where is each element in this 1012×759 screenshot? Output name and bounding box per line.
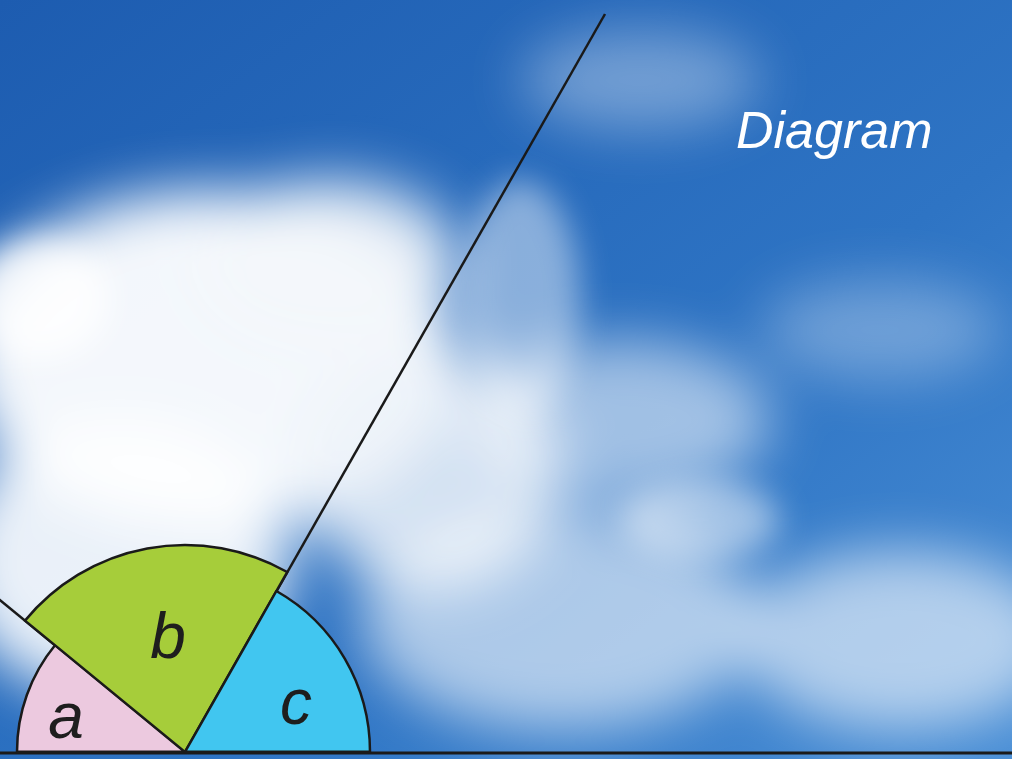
clouds bbox=[0, 30, 1012, 730]
diagram-title: Diagram bbox=[736, 100, 933, 160]
angle-sector: c bbox=[182, 588, 373, 755]
sector-fill bbox=[185, 591, 370, 752]
ray-right bbox=[185, 14, 605, 752]
angle-label: c bbox=[280, 670, 312, 734]
cloud-wisps bbox=[0, 180, 780, 560]
angle-label: a bbox=[48, 684, 84, 748]
angle-label: b bbox=[150, 604, 186, 668]
sector-shape bbox=[182, 588, 373, 755]
